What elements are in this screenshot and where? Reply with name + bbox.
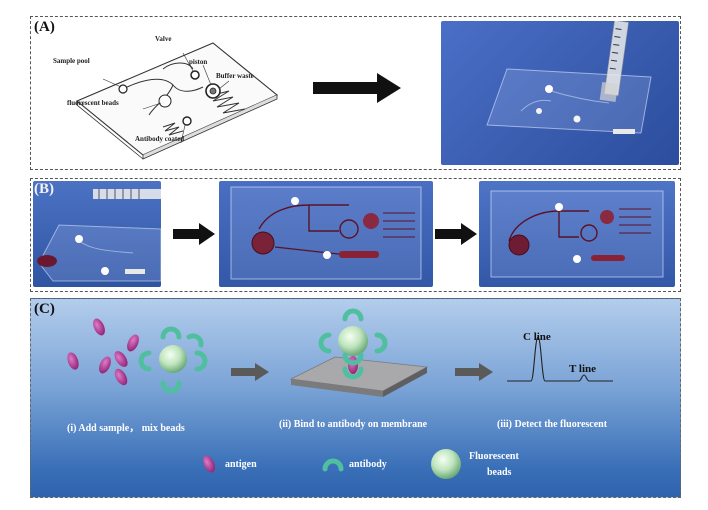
arrow-right-icon [435,223,477,245]
label-antibody-coated: Antibody coated [135,135,185,143]
step-ii-illustration [289,308,429,397]
legend-beads-label-line2: beads [487,467,512,478]
label-valve: Valve [155,35,172,43]
step-ii-caption: (ii) Bind to antibody on membrane [279,419,428,430]
t-line-label: T line [569,363,597,375]
antibody-icon [322,458,344,472]
legend-beads-label-line1: Fluorescent [469,451,519,462]
step-iii-caption: (iii) Detect the fluorescent [497,419,608,430]
panel-b: (B) [30,178,681,292]
antigen-icon [203,455,215,473]
panel-b-label: (B) [34,181,54,197]
arrow-right-icon [313,73,401,103]
arrow-right-icon [173,223,215,245]
chip-photo-b2 [219,181,433,287]
chip-photo-a [441,21,679,165]
label-sample-pool: Sample pool [53,57,90,65]
panel-c: (C) [30,298,681,498]
panel-a: (A) [30,16,681,170]
chip-schematic [75,42,279,160]
chip-photo-b1 [33,181,161,287]
label-fluorescent-beads: fluorescent beads [67,99,119,107]
label-piston: piston [189,58,208,66]
c-line-label: C line [523,331,551,343]
arrow-right-icon [455,363,493,381]
legend-antigen-label: antigen [225,459,257,470]
step-i-illustration [67,318,208,394]
chip-photo-b3 [479,181,675,287]
fluorescent-bead-icon [431,449,461,479]
arrow-right-icon [231,363,269,381]
fluorescence-signal-trace [507,336,613,382]
panel-c-label: (C) [34,301,55,317]
label-buffer-waste: Buffer waste [216,72,254,80]
step-i-caption: (i) Add sample， mix beads [67,423,185,434]
panel-a-label: (A) [34,19,55,35]
legend-antibody-label: antibody [349,459,387,470]
